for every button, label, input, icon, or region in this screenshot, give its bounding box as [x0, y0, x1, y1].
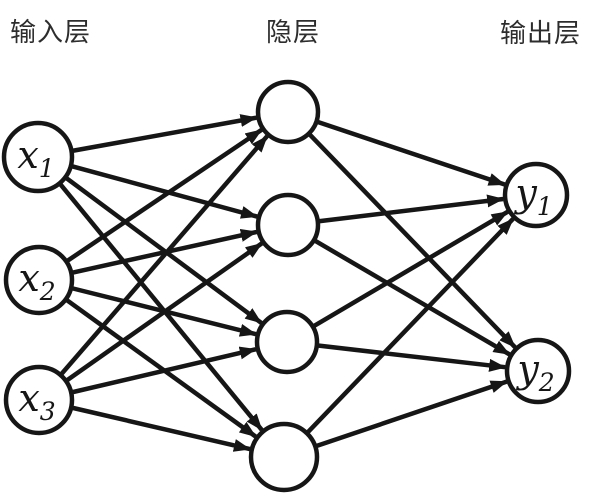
hidden-layer-label: 隐层: [266, 18, 321, 48]
node-label-x1: x1: [17, 133, 54, 183]
node-circle-h1: [255, 79, 321, 145]
edge-h3-y1: [311, 209, 509, 329]
node-circle-x2: [3, 244, 75, 316]
edge-h1-y1: [315, 119, 506, 187]
edge-x3-h3: [70, 346, 257, 395]
edge-x3-h2: [64, 241, 264, 383]
output-layer-label: 输出层: [500, 19, 582, 49]
edge-x3-h4: [70, 405, 251, 452]
edge-h4-y2: [314, 379, 508, 449]
edge-x2-h4: [64, 297, 257, 439]
edge-x1-h4: [57, 181, 264, 432]
edge-h3-y2: [316, 343, 507, 372]
node-x1: x1: [1, 120, 75, 194]
edge-h4-y1: [305, 217, 515, 435]
edge-x1-h2: [70, 163, 259, 219]
node-label-x2: x2: [18, 256, 55, 306]
node-circle-x3: [3, 364, 75, 436]
node-circle-y1: [502, 161, 570, 229]
node-h2: [255, 192, 321, 258]
node-y2: y2: [504, 337, 572, 405]
edge-x2-h1: [65, 128, 263, 264]
node-circle-h4: [248, 421, 320, 493]
node-y1: y1: [502, 161, 570, 229]
edge-h2-y2: [312, 238, 511, 357]
node-label-y1: y1: [513, 171, 552, 221]
edge-x1-h3: [63, 175, 263, 325]
node-h4: [248, 421, 320, 493]
node-circle-y2: [504, 337, 572, 405]
edge-h1-y2: [307, 132, 517, 349]
node-h3: [254, 309, 320, 375]
edge-x3-h1: [58, 134, 269, 377]
node-circle-h3: [254, 309, 320, 375]
edge-x1-h1: [71, 114, 258, 154]
input-layer-label: 输入层: [10, 18, 92, 48]
node-h1: [255, 79, 321, 145]
node-circle-x1: [1, 120, 75, 194]
node-label-x3: x3: [18, 376, 55, 426]
node-circle-h2: [255, 192, 321, 258]
node-x3: x3: [3, 364, 75, 436]
edge-h2-y1: [317, 194, 505, 224]
node-label-y2: y2: [515, 347, 554, 397]
node-x2: x2: [3, 244, 75, 316]
